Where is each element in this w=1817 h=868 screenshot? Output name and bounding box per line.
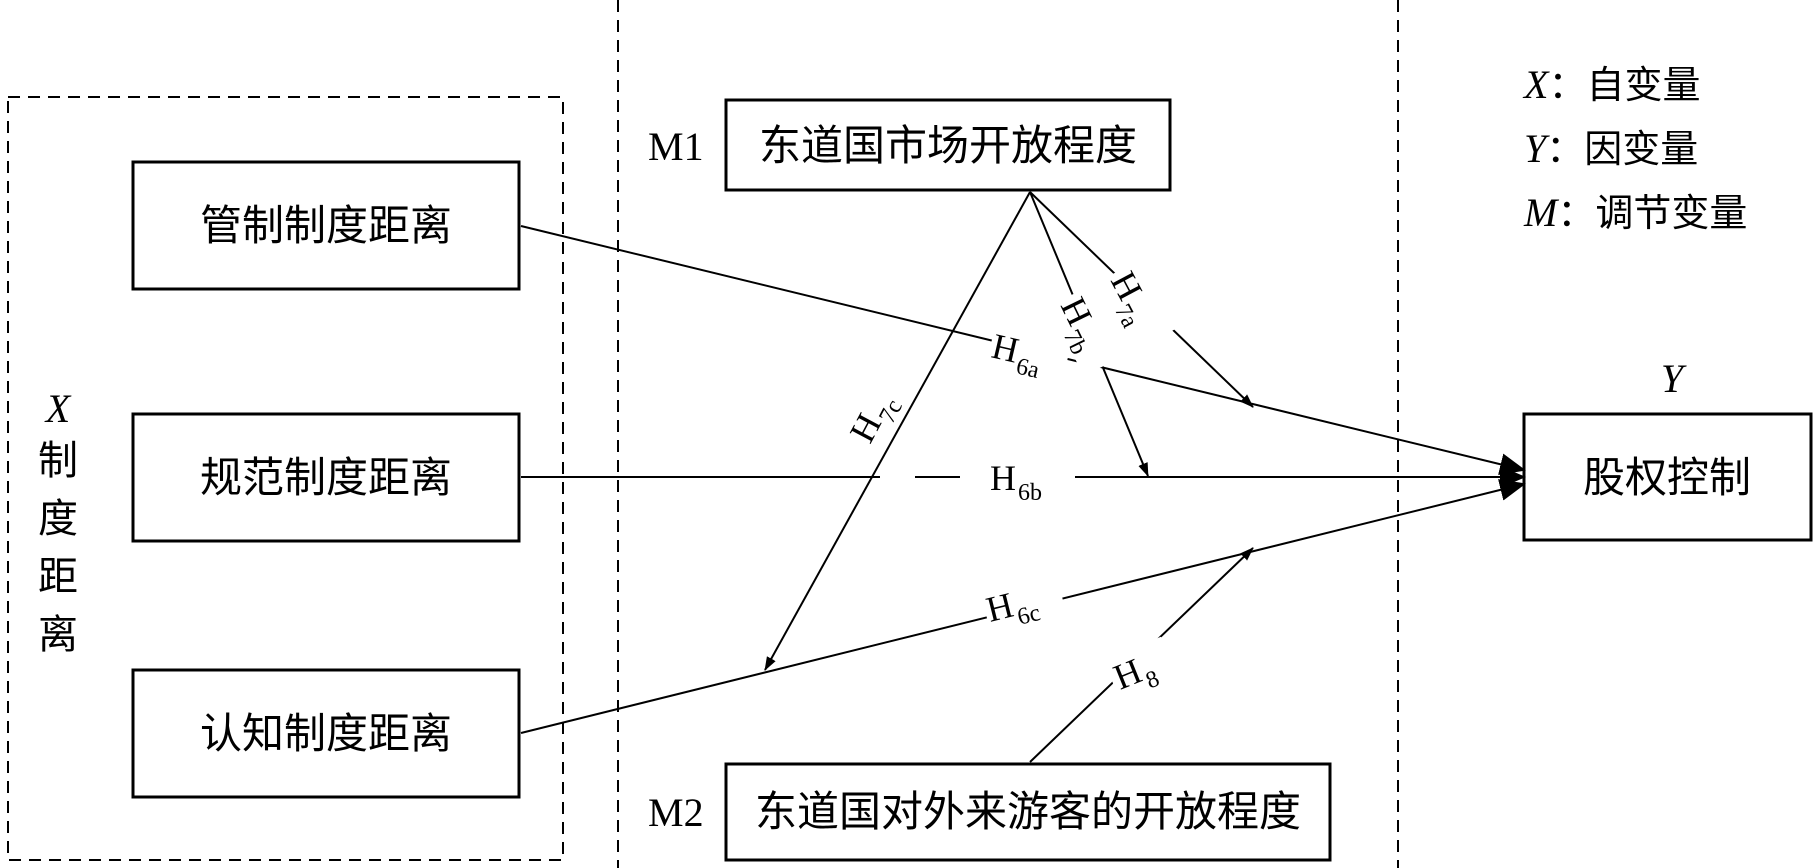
legend-m: M：调节变量 bbox=[1523, 190, 1747, 235]
label-h7c: H 7c bbox=[838, 363, 914, 454]
x-var-label: X bbox=[44, 386, 72, 431]
x-item-box-3 bbox=[131, 668, 521, 799]
legend-x: X：自变量 bbox=[1522, 62, 1700, 107]
label-h6a: H 6a bbox=[985, 323, 1072, 385]
y-label: 股权控制 bbox=[1583, 453, 1751, 502]
x-item-label-3: 认知制度距离 bbox=[200, 709, 452, 758]
m1-box bbox=[724, 98, 1172, 192]
label-h6c: H 6c bbox=[979, 570, 1067, 633]
x-item-box-1 bbox=[131, 160, 521, 291]
legend-y-text: ：因变量 bbox=[1546, 127, 1698, 171]
m2-box bbox=[724, 762, 1332, 862]
m2-code: M2 bbox=[648, 790, 704, 835]
m1-code: M1 bbox=[648, 124, 704, 169]
legend-m-var: M bbox=[1523, 190, 1560, 235]
legend-x-text: ：自变量 bbox=[1548, 63, 1700, 107]
x-item-box-2 bbox=[131, 412, 521, 543]
legend-x-var: X bbox=[1522, 62, 1550, 107]
label-h6b: H 6b bbox=[984, 456, 1070, 506]
m2-label: 东道国对外来游客的开放程度 bbox=[755, 787, 1301, 836]
legend-y: Y：因变量 bbox=[1524, 126, 1698, 171]
x-title-char-2: 度 bbox=[38, 496, 78, 542]
x-title-char-4: 离 bbox=[38, 612, 78, 658]
x-title-char-3: 距 bbox=[38, 554, 78, 600]
x-item-label-1: 管制制度距离 bbox=[200, 201, 452, 250]
label-h6a-sub: 6a bbox=[1014, 354, 1042, 385]
label-h6b-main: H bbox=[990, 458, 1016, 498]
label-h7a: H 7a bbox=[1099, 260, 1175, 351]
x-item-label-2: 规范制度距离 bbox=[200, 453, 452, 502]
label-h6b-sub: 6b bbox=[1018, 480, 1042, 506]
y-var-label: Y bbox=[1661, 356, 1687, 401]
label-h7b: H 7b bbox=[1049, 286, 1123, 376]
legend-y-var: Y bbox=[1524, 126, 1550, 171]
label-h8: H 8 bbox=[1103, 636, 1178, 701]
legend-m-text: ：调节变量 bbox=[1557, 191, 1747, 235]
x-title-char-1: 制 bbox=[38, 438, 78, 484]
arrow-h7c bbox=[764, 191, 1031, 671]
m1-label: 东道国市场开放程度 bbox=[759, 121, 1137, 170]
